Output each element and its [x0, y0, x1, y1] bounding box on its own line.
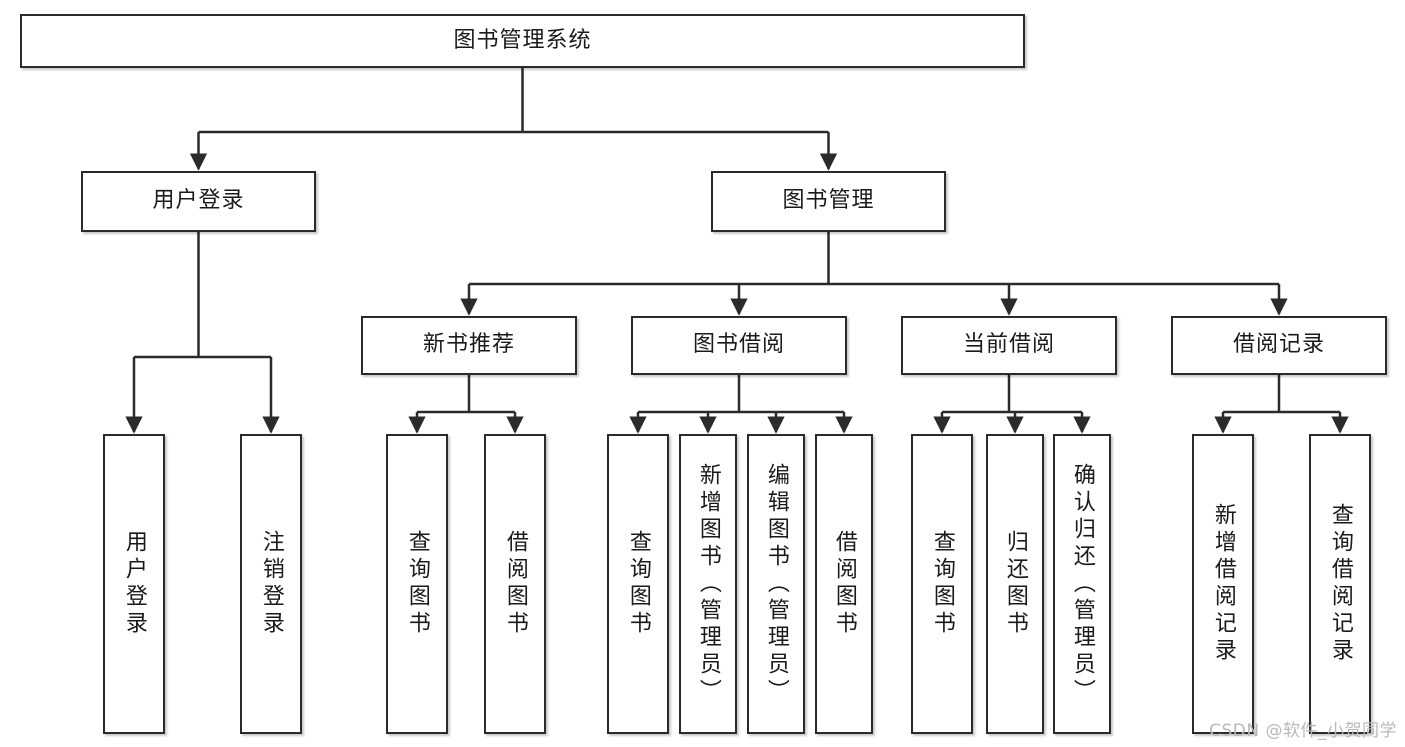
node-label: 用户登录	[152, 188, 245, 214]
node-label: 图书管理	[782, 188, 875, 214]
node-root[interactable]: 图书管理系统	[20, 14, 1025, 68]
node-leaf-query-record[interactable]: 查询借阅记录	[1309, 434, 1371, 734]
node-label: 查询图书	[625, 530, 651, 638]
node-label: 查询图书	[404, 530, 430, 638]
edge-bus-borrow-record	[1223, 375, 1340, 414]
node-label: 图书借阅	[692, 332, 785, 358]
node-leaf-query-book-borrow[interactable]: 查询图书	[607, 434, 669, 734]
node-leaf-confirm-return[interactable]: 确认归还（管理员）	[1053, 434, 1111, 734]
node-label: 新增图书（管理员）	[695, 462, 721, 706]
node-label: 编辑图书（管理员）	[763, 462, 789, 706]
edges-group	[125, 68, 1349, 434]
node-new-book-rec[interactable]: 新书推荐	[361, 316, 577, 375]
node-label: 确认归还（管理员）	[1069, 462, 1095, 706]
node-leaf-edit-book[interactable]: 编辑图书（管理员）	[747, 434, 805, 734]
node-label: 借阅图书	[831, 530, 857, 638]
node-user-login[interactable]: 用户登录	[81, 171, 316, 232]
node-label: 图书管理系统	[453, 27, 592, 53]
node-leaf-user-login[interactable]: 用户登录	[103, 434, 165, 734]
edge-bus-user-login	[134, 232, 271, 359]
edge-bus-current-borrow	[942, 375, 1082, 414]
node-label: 注销登录	[258, 530, 284, 638]
node-leaf-query-book-cur[interactable]: 查询图书	[911, 434, 973, 734]
node-borrow-record[interactable]: 借阅记录	[1171, 316, 1387, 375]
edge-bus-new-book-rec	[417, 375, 515, 414]
node-leaf-logout[interactable]: 注销登录	[240, 434, 302, 734]
edge-bus-book-manage	[469, 232, 1279, 286]
watermark-text: CSDN @软件_小贺同学	[1209, 721, 1397, 741]
node-book-manage[interactable]: 图书管理	[711, 171, 946, 232]
node-leaf-query-book-rec[interactable]: 查询图书	[386, 434, 448, 734]
node-leaf-borrow-book[interactable]: 借阅图书	[815, 434, 873, 734]
edge-bus-root	[198, 68, 829, 134]
node-label: 借阅图书	[502, 530, 528, 638]
node-label: 查询图书	[929, 530, 955, 638]
node-label: 用户登录	[121, 530, 147, 638]
node-book-borrow[interactable]: 图书借阅	[631, 316, 847, 375]
node-current-borrow[interactable]: 当前借阅	[901, 316, 1117, 375]
node-label: 查询借阅记录	[1327, 503, 1353, 665]
node-label: 借阅记录	[1232, 332, 1325, 358]
node-leaf-borrow-book-rec[interactable]: 借阅图书	[484, 434, 546, 734]
node-label: 当前借阅	[962, 332, 1055, 358]
node-leaf-add-record[interactable]: 新增借阅记录	[1192, 434, 1254, 734]
node-leaf-return-book[interactable]: 归还图书	[986, 434, 1044, 734]
node-label: 归还图书	[1002, 530, 1028, 638]
node-label: 新书推荐	[422, 332, 515, 358]
node-label: 新增借阅记录	[1210, 503, 1236, 665]
node-leaf-add-book[interactable]: 新增图书（管理员）	[679, 434, 737, 734]
edge-bus-book-borrow	[638, 375, 844, 414]
